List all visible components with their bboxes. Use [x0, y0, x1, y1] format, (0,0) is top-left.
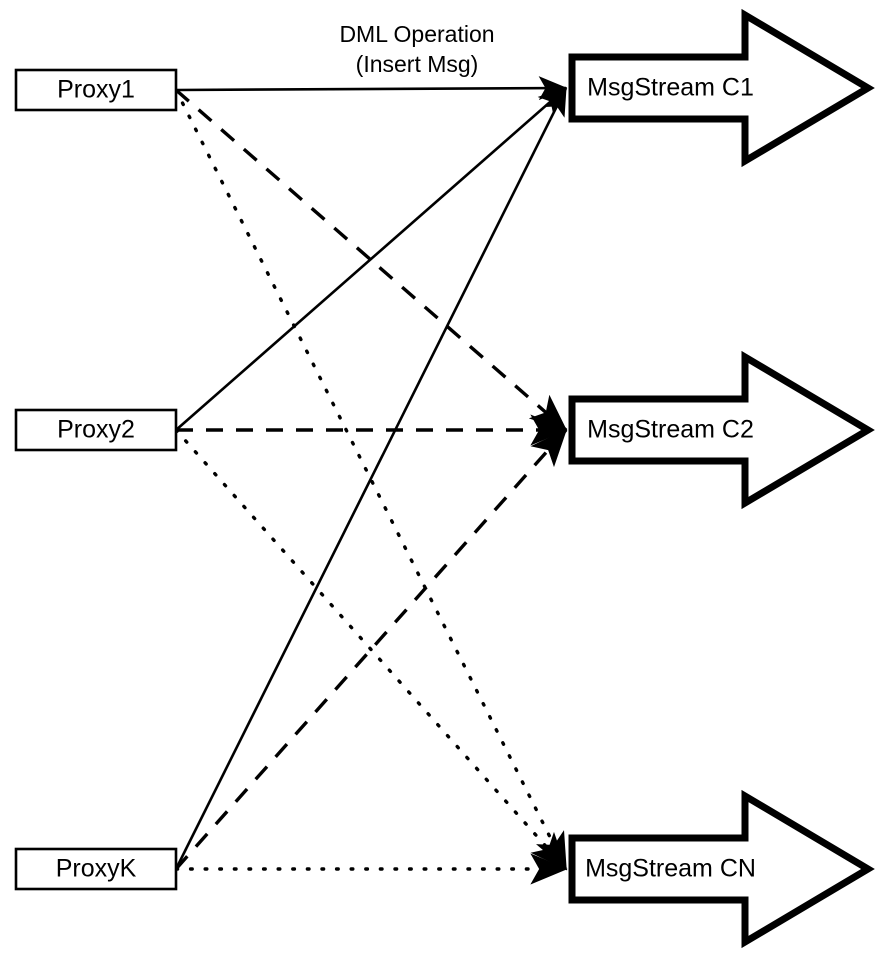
msgstream-label: MsgStream CN: [585, 855, 756, 883]
proxy-box: [14, 408, 178, 452]
edge-proxy1-to-c1[interactable]: [175, 76, 568, 101]
target-node-layer: MsgStream C1 MsgStream C2 MsgStream CN: [568, 8, 875, 949]
msgstream-label: MsgStream C1: [587, 74, 754, 102]
msgstream-node-stream_cn[interactable]: MsgStream CN: [568, 789, 875, 949]
proxy-node-proxy1[interactable]: Proxy1: [14, 68, 178, 112]
proxy-node-proxy2[interactable]: Proxy2: [14, 408, 178, 452]
block-arrow-shape: [568, 8, 875, 168]
edge-proxyk-to-c1[interactable]: [174, 86, 568, 870]
msgstream-label: MsgStream C2: [587, 416, 754, 444]
proxy-label: Proxy2: [57, 416, 135, 444]
proxy-label: Proxy1: [57, 76, 135, 104]
edge-proxy2-to-cn[interactable]: [174, 428, 568, 871]
edge-layer: [174, 76, 568, 885]
edge-proxy1-to-cn[interactable]: [174, 88, 568, 871]
annotation-dml-operation: DML Operation (Insert Msg): [339, 21, 494, 77]
proxy-node-proxyk[interactable]: ProxyK: [14, 847, 178, 891]
edge-proxyk-to-c2[interactable]: [174, 428, 568, 871]
annotation-line-1: DML Operation: [339, 21, 494, 47]
block-arrow-shape: [568, 350, 875, 510]
msgstream-node-stream_c1[interactable]: MsgStream C1: [568, 8, 875, 168]
msgstream-node-stream_c2[interactable]: MsgStream C2: [568, 350, 875, 510]
annotation-layer: DML Operation (Insert Msg): [339, 21, 494, 77]
edge-proxy1-to-c2[interactable]: [174, 88, 568, 432]
edge-proxy2-to-c1[interactable]: [175, 87, 567, 431]
proxy-box: [14, 68, 178, 112]
proxy-label: ProxyK: [56, 855, 137, 883]
block-arrow-shape: [568, 789, 875, 949]
annotation-line-2: (Insert Msg): [356, 51, 479, 77]
proxy-box: [14, 847, 178, 891]
